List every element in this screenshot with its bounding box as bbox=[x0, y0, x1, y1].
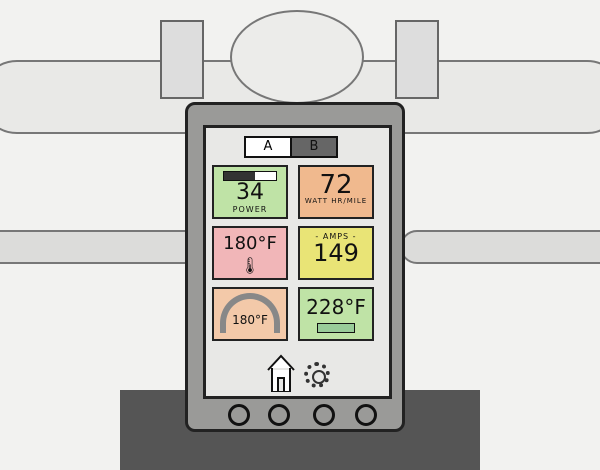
coolant-tile[interactable]: 180°F 🌡 bbox=[212, 226, 288, 280]
efficiency-value: 72 bbox=[319, 170, 353, 200]
tab-b[interactable]: B bbox=[290, 136, 338, 158]
settings-button[interactable] bbox=[304, 362, 330, 388]
tab-a[interactable]: A bbox=[244, 136, 292, 158]
amps-value: 149 bbox=[313, 239, 359, 267]
home-button[interactable] bbox=[266, 352, 296, 393]
hardware-button-4[interactable] bbox=[355, 404, 377, 426]
gauge-icon bbox=[220, 293, 280, 333]
battery-temp-value: 228°F bbox=[306, 295, 366, 319]
power-tile[interactable]: 34 POWER bbox=[212, 165, 288, 219]
home-icon bbox=[267, 354, 295, 393]
power-value: 34 bbox=[236, 180, 264, 205]
gear-icon bbox=[312, 370, 326, 384]
gauge-tile[interactable]: 180°F bbox=[212, 287, 288, 341]
coolant-value: 180°F bbox=[223, 233, 277, 254]
efficiency-label: WATT HR/MILE bbox=[304, 197, 368, 205]
coolant-temperature-icon: 🌡 bbox=[239, 256, 261, 275]
power-bar bbox=[223, 171, 277, 181]
battery-temp-tile[interactable]: 228°F bbox=[298, 287, 374, 341]
power-label: POWER bbox=[232, 205, 268, 214]
efficiency-tile[interactable]: 72 WATT HR/MILE bbox=[298, 165, 374, 219]
hardware-button-3[interactable] bbox=[313, 404, 335, 426]
hardware-button-2[interactable] bbox=[268, 404, 290, 426]
battery-icon bbox=[317, 323, 355, 333]
gauge-value: 180°F bbox=[232, 313, 268, 327]
hardware-button-1[interactable] bbox=[228, 404, 250, 426]
amps-label: - AMPS - bbox=[315, 232, 357, 241]
amps-tile[interactable]: - AMPS - 149 bbox=[298, 226, 374, 280]
